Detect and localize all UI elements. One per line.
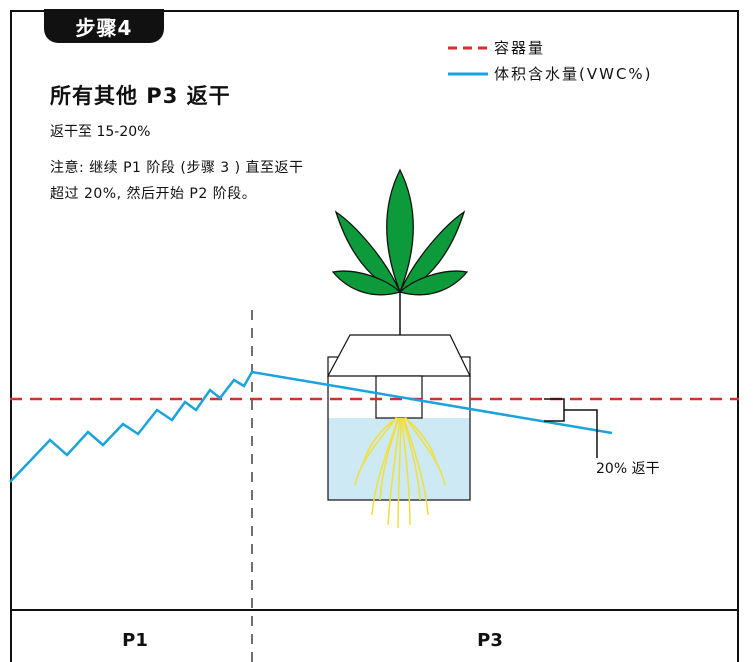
legend-container-swatch bbox=[448, 46, 488, 49]
legend-container: 容器量 bbox=[448, 37, 545, 58]
drydown-bracket-leader bbox=[564, 409, 598, 458]
drydown-bracket-left bbox=[544, 398, 565, 422]
legend-vwc-label: 体积含水量(VWC%) bbox=[494, 65, 653, 83]
pot-top bbox=[326, 334, 471, 377]
legend-vwc: 体积含水量(VWC%) bbox=[448, 63, 653, 84]
phase-label-p1: P1 bbox=[122, 630, 148, 651]
leaf-right-lower bbox=[398, 270, 469, 296]
diagram-note: 注意: 继续 P1 阶段 (步骤 3 ) 直至返干超过 20%, 然后开始 P2… bbox=[50, 160, 304, 202]
diagram-frame bbox=[10, 10, 739, 662]
legend-vwc-swatch bbox=[448, 72, 488, 75]
legend-container-label: 容器量 bbox=[494, 39, 546, 57]
roots bbox=[354, 417, 446, 529]
phase-label-p3: P3 bbox=[477, 630, 503, 651]
drydown-label: 20% 返干 bbox=[596, 461, 660, 477]
plant-leaves bbox=[331, 168, 469, 296]
diagram-subtitle: 返干至 15-20% bbox=[50, 124, 151, 140]
step-badge: 步骤4 bbox=[44, 9, 164, 43]
vwc-line bbox=[9, 370, 613, 483]
diagram-title: 所有其他 P3 返干 bbox=[50, 84, 231, 108]
